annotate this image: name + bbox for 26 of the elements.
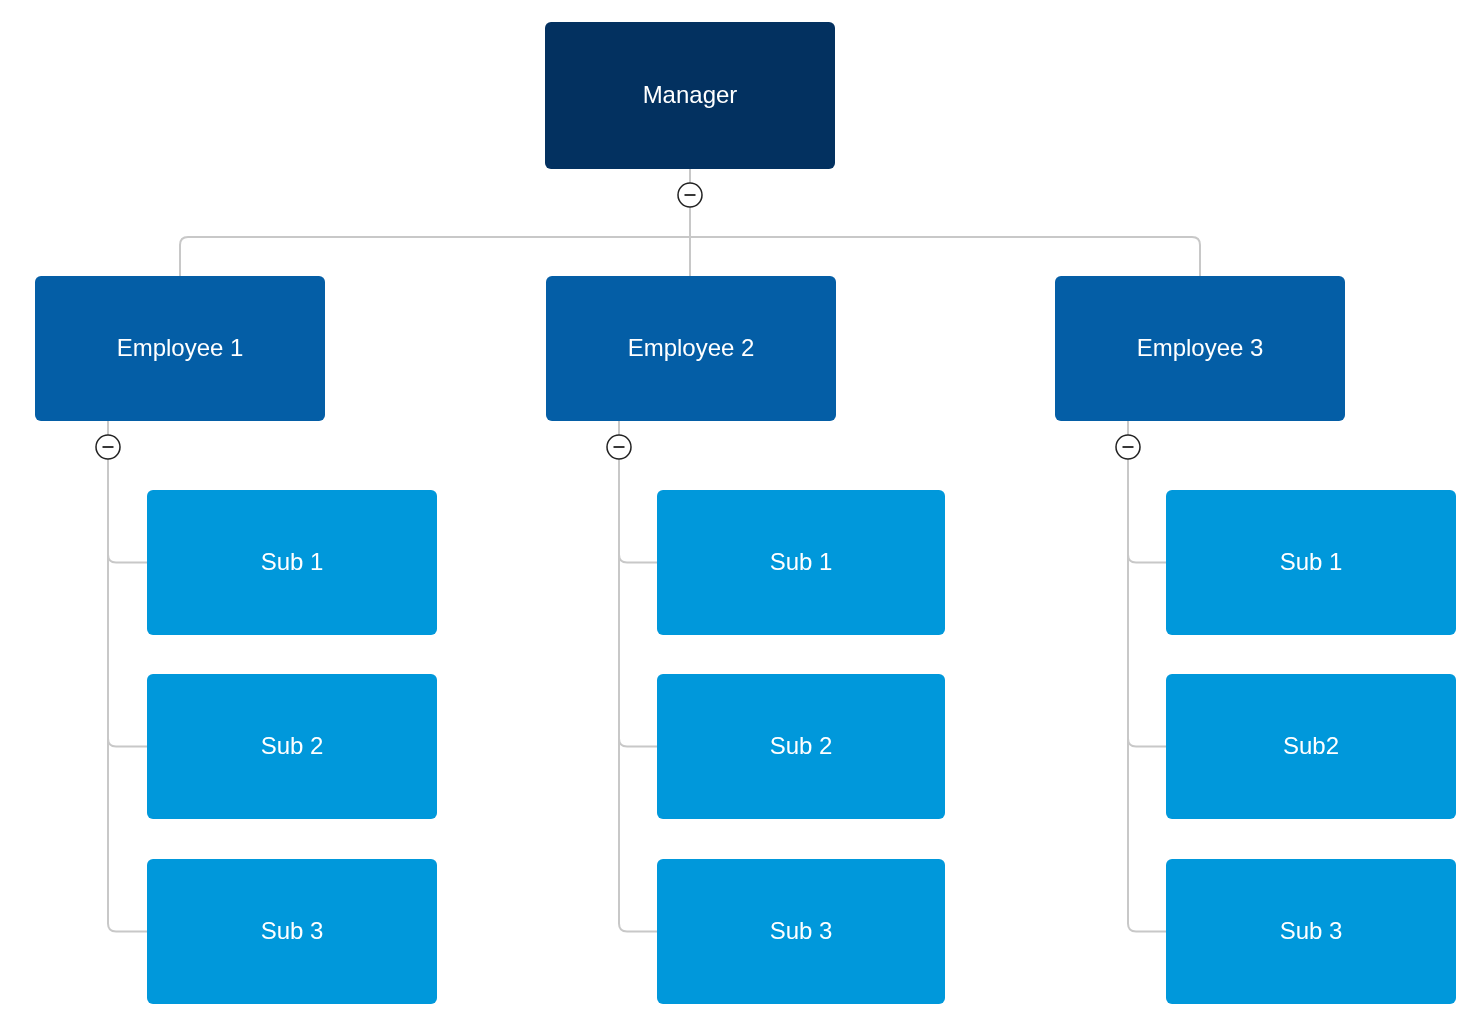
box-label: Employee 3 — [1136, 334, 1264, 363]
box-label: Sub 1 — [769, 548, 833, 577]
box-label: Employee 1 — [116, 334, 244, 363]
org-box — [1166, 674, 1456, 819]
box-label: Sub 1 — [1279, 548, 1343, 577]
org-box — [1166, 490, 1456, 635]
org-box — [657, 859, 945, 1004]
box-label: Sub 1 — [260, 548, 324, 577]
box-label: Sub 2 — [769, 732, 833, 761]
box-label: Employee 2 — [627, 334, 755, 363]
box-label: Sub 2 — [260, 732, 324, 761]
org-box — [147, 859, 437, 1004]
org-box — [35, 276, 325, 421]
org-box — [147, 674, 437, 819]
org-box — [545, 22, 835, 169]
org-box — [147, 490, 437, 635]
org-box — [546, 276, 836, 421]
box-label: Sub 3 — [260, 917, 324, 946]
box-label: Manager — [642, 81, 738, 110]
box-label: Sub2 — [1282, 732, 1340, 761]
org-box — [657, 490, 945, 635]
box-label: Sub 3 — [1279, 917, 1343, 946]
org-box — [1166, 859, 1456, 1004]
org-box — [657, 674, 945, 819]
org-box — [1055, 276, 1345, 421]
box-label: Sub 3 — [769, 917, 833, 946]
